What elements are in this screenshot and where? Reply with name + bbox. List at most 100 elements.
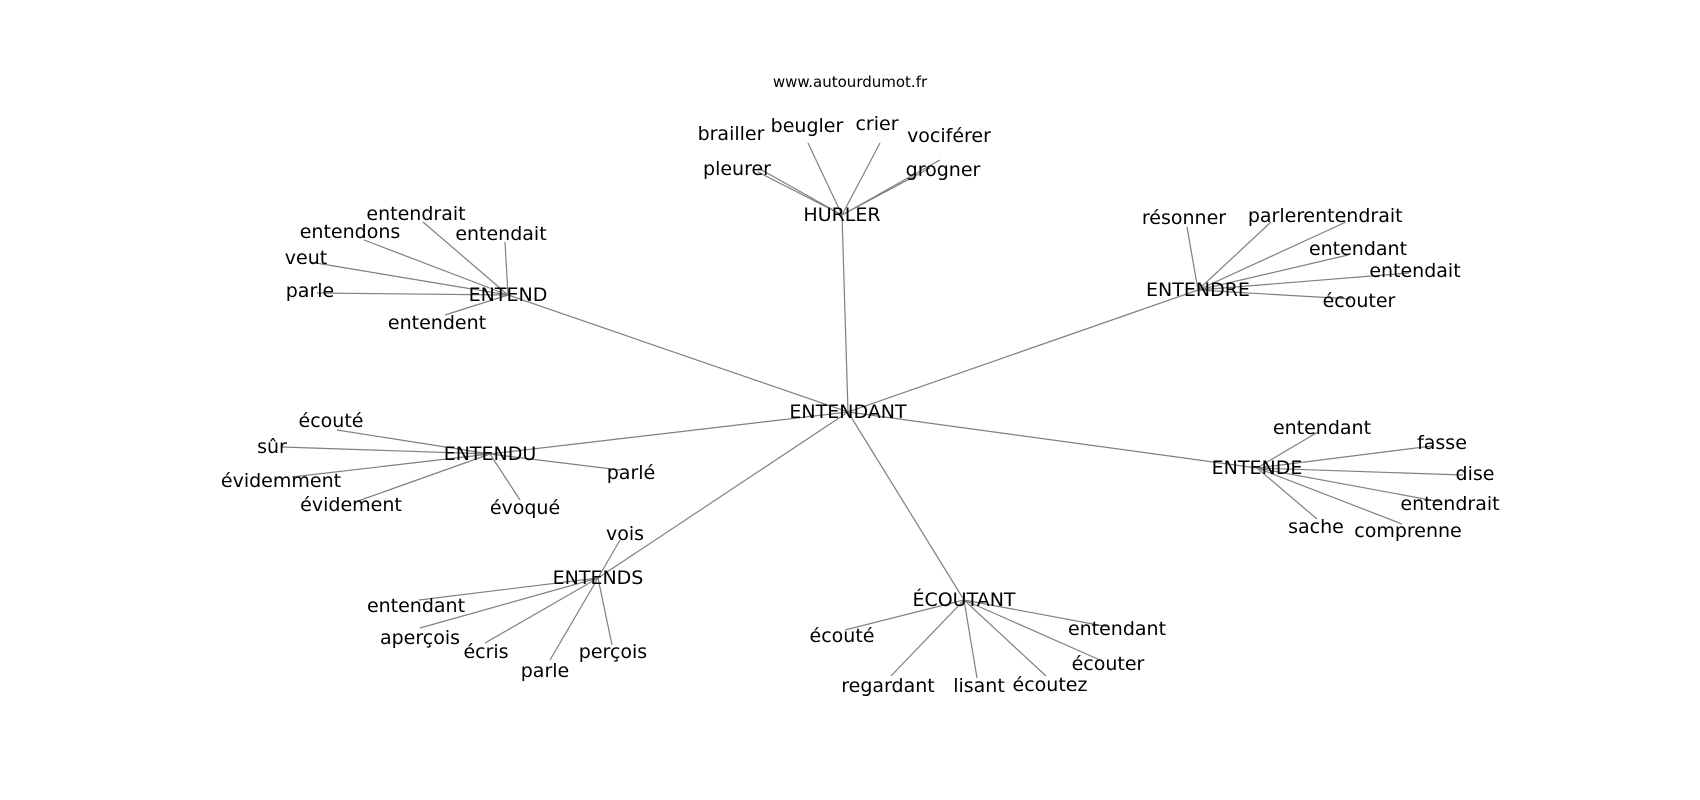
edge-entendu-ecoute [336,429,491,455]
edge-entende-entendrait [1256,467,1442,503]
edge-entend-entendrait [422,221,509,296]
edge-hurler-crier [841,142,881,216]
hub-node-entends[interactable]: ENTENDS [553,567,644,589]
edge-ecoutant-ecouter [963,599,1101,661]
edge-entende-fasse [1256,445,1433,469]
word-node-entend-entendent[interactable]: entendent [388,312,486,334]
edge-entends-parle [549,577,599,661]
edge-entend-entendons [363,239,509,296]
edge-center-entende [847,411,1258,469]
edge-entendu-evoque [489,453,521,501]
edge-entend-veut [309,261,509,296]
edge-entende-dise [1256,467,1464,476]
word-node-hurler-brailler[interactable]: brailler [698,123,765,145]
edge-ecoutant-lisant [963,599,978,679]
word-node-entendre-parler[interactable]: parler [1248,205,1304,227]
edge-center-hurler [841,214,849,413]
word-node-entendu-evidement[interactable]: évidement [300,494,402,516]
edge-entendre-resonner [1186,226,1199,291]
word-node-ecoutant-entendant[interactable]: entendant [1068,618,1166,640]
word-node-hurler-pleurer[interactable]: pleurer [703,158,771,180]
edge-entendre-entendant [1197,254,1349,291]
edge-entends-vois [597,539,621,579]
edge-hurler-pleurer [757,171,843,216]
word-node-entende-entendrait[interactable]: entendrait [1400,493,1499,515]
word-node-ecoutant-lisant[interactable]: lisant [953,675,1005,697]
center-node-label[interactable]: ENTENDANT [789,401,907,423]
edge-entends-percois [597,577,613,646]
hub-node-entendre[interactable]: ENTENDRE [1146,279,1250,301]
edge-entendre-parler [1197,221,1272,291]
edge-entends-entendant [418,577,599,601]
word-node-hurler-vociferer[interactable]: vociférer [907,125,991,147]
word-node-entendu-ecoute[interactable]: écouté [299,410,364,432]
word-node-entend-veut[interactable]: veut [285,247,327,269]
word-node-entendu-evoque[interactable]: évoqué [490,497,560,519]
word-node-entends-parle[interactable]: parle [521,660,569,682]
word-node-ecoutant-regardant[interactable]: regardant [841,675,934,697]
word-node-entend-entendons[interactable]: entendons [300,221,401,243]
edge-ecoutant-ecoute [844,599,965,631]
edge-center-entendre [847,289,1199,413]
word-node-entendre-resonner[interactable]: résonner [1142,207,1226,229]
hub-node-entende[interactable]: ENTENDE [1212,457,1303,479]
word-node-hurler-grogner[interactable]: grogner [906,159,981,181]
edge-entendu-evidement [357,453,491,502]
word-node-entend-entendait[interactable]: entendait [455,223,546,245]
graph-labels: www.autourdumot.fr ENTENDANT HURLER braill… [221,73,1500,697]
word-node-hurler-crier[interactable]: crier [855,113,898,135]
edge-entend-entendent [444,294,509,316]
word-node-entend-entendrait[interactable]: entendrait [366,203,465,225]
edge-entende-entendant [1256,431,1319,469]
word-node-entende-comprenne[interactable]: comprenne [1354,520,1462,542]
hub-node-entendu[interactable]: ENTENDU [444,443,537,465]
edge-center-entendu [489,411,849,455]
word-node-entendu-evidemment[interactable]: évidemment [221,470,341,492]
word-node-entendre-entendant[interactable]: entendant [1309,238,1407,260]
edge-entende-comprenne [1256,467,1403,525]
edge-hurler-beugler [807,142,843,216]
word-node-hurler-beugler[interactable]: beugler [771,115,844,137]
word-node-entendre-entendait[interactable]: entendait [1369,260,1460,282]
edge-entends-ecris [484,577,599,644]
hub-node-entend[interactable]: ENTEND [469,284,548,306]
word-node-entendre-ecouter[interactable]: écouter [1323,290,1396,312]
word-node-entends-entendant[interactable]: entendant [367,595,465,617]
word-node-entende-sache[interactable]: sache [1288,516,1344,538]
edge-entende-sache [1256,467,1318,520]
hub-node-ecoutant[interactable]: ÉCOUTANT [912,588,1015,611]
edge-entendre-ecouter [1197,289,1352,300]
graph-edges [281,142,1464,679]
edge-ecoutant-ecoutez [963,599,1047,677]
source-url[interactable]: www.autourdumot.fr [773,73,928,91]
word-node-entendu-parle[interactable]: parlé [607,462,655,484]
word-node-entendu-sur[interactable]: sûr [257,436,287,458]
edge-entendu-evidemment [291,453,491,478]
word-node-entend-parle[interactable]: parle [286,280,334,302]
word-node-entends-vois[interactable]: vois [606,523,644,545]
word-node-ecoutant-ecoute[interactable]: écouté [810,625,875,647]
edge-entendre-entendrait [1197,221,1347,291]
edge-center-ecoutant [847,411,965,601]
word-node-ecoutant-ecoutez[interactable]: écoutez [1013,674,1088,696]
word-node-entende-fasse[interactable]: fasse [1417,432,1467,454]
edge-ecoutant-regardant [890,599,965,677]
edge-entendu-sur [281,446,491,455]
word-node-entende-entendant[interactable]: entendant [1273,417,1371,439]
word-node-entends-percois[interactable]: perçois [579,641,647,663]
word-node-entends-apercois[interactable]: aperçois [380,627,460,649]
edge-hurler-grogner [841,167,931,216]
edge-center-entend [507,294,849,413]
edge-entends-apercois [419,577,599,629]
hub-node-hurler[interactable]: HURLER [803,204,880,226]
word-node-entendre-entendrait[interactable]: entendrait [1303,205,1402,227]
word-node-entends-ecris[interactable]: écris [463,641,508,663]
edge-entend-entendait [504,241,509,296]
edge-entend-parle [316,292,509,296]
edge-ecoutant-entendant [963,599,1110,628]
word-node-ecoutant-ecouter[interactable]: écouter [1072,653,1145,675]
word-node-entende-dise[interactable]: dise [1456,463,1495,485]
edge-center-entends [597,411,849,579]
edge-entendre-entendait [1197,272,1410,291]
